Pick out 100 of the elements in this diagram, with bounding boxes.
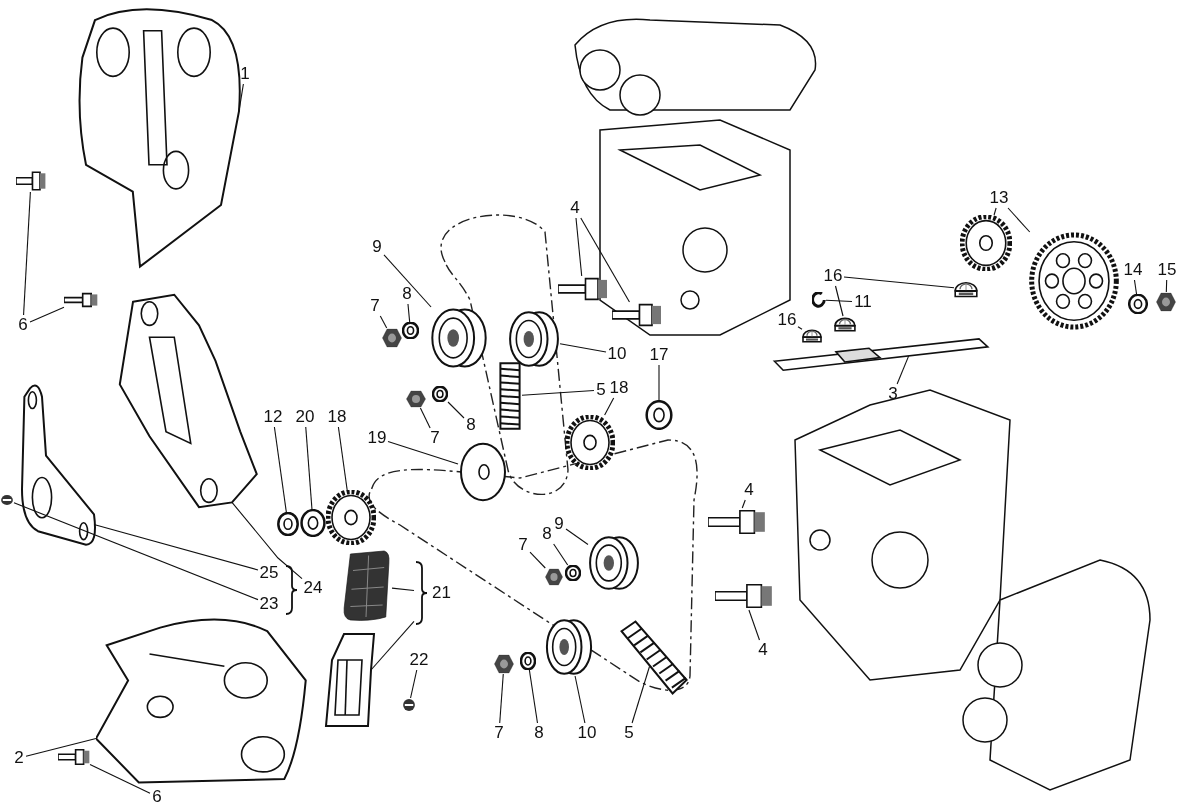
bolt-drawing xyxy=(558,276,608,302)
callout-number: 16 xyxy=(822,266,844,286)
callout-number: 19 xyxy=(366,428,388,448)
bolt-drawing xyxy=(58,748,90,766)
nut-drawing xyxy=(545,568,563,586)
callout-number: 3 xyxy=(886,384,900,404)
leader-line xyxy=(387,440,459,465)
leader-line xyxy=(1165,279,1168,293)
leader-line xyxy=(410,669,418,699)
bolt-drawing xyxy=(16,170,46,192)
leader-line xyxy=(521,389,595,396)
callout-number: 7 xyxy=(516,535,530,555)
callout-number: 18 xyxy=(326,407,348,427)
leader-line xyxy=(553,543,569,566)
gear-drawing xyxy=(1028,232,1120,330)
callout-number: 23 xyxy=(258,594,280,614)
leader-line xyxy=(741,499,746,509)
leader-line xyxy=(499,673,504,724)
leader-line xyxy=(748,609,761,641)
leader-line xyxy=(25,737,97,757)
toothed-pulley-drawing xyxy=(565,415,615,470)
callout-number: 5 xyxy=(622,723,636,743)
washer-drawing xyxy=(520,652,536,670)
nut-drawing xyxy=(1156,292,1176,312)
washer-drawing xyxy=(402,322,419,339)
callout-number: 11 xyxy=(852,292,874,312)
roller-drawing xyxy=(545,618,593,676)
key-drawing xyxy=(954,280,978,298)
callout-number: 8 xyxy=(540,524,554,544)
leader-line xyxy=(631,665,651,724)
callout-number: 16 xyxy=(776,310,798,330)
leader-line xyxy=(834,285,844,317)
flange-disk-drawing xyxy=(458,442,508,502)
key-drawing xyxy=(802,328,822,343)
callout-number: 12 xyxy=(262,407,284,427)
leader-line xyxy=(29,306,65,323)
circlip-drawing xyxy=(812,292,826,308)
leader-line xyxy=(604,397,615,416)
leader-line xyxy=(1133,279,1138,295)
callout-number: 8 xyxy=(532,723,546,743)
callout-number: 7 xyxy=(428,428,442,448)
leader-line xyxy=(993,207,997,216)
belt-section-drawing xyxy=(618,620,688,695)
callout-number: 18 xyxy=(608,378,630,398)
roller-drawing xyxy=(430,307,488,369)
washer-drawing xyxy=(565,565,581,581)
leader-line xyxy=(419,407,431,429)
bolt-drawing xyxy=(64,292,98,308)
screw-drawing xyxy=(0,494,14,506)
callout-number: 8 xyxy=(400,284,414,304)
callout-number: 21 xyxy=(432,583,451,603)
leader-line xyxy=(896,355,910,385)
callout-number: 4 xyxy=(742,480,756,500)
callout-number: 7 xyxy=(492,723,506,743)
washer-drawing xyxy=(432,386,448,402)
nut-drawing xyxy=(494,654,514,674)
callout-number: 5 xyxy=(594,380,608,400)
bolt-drawing xyxy=(708,508,766,536)
leader-line xyxy=(231,501,303,580)
leader-line xyxy=(559,343,607,353)
callout-number: 14 xyxy=(1122,260,1144,280)
leader-line xyxy=(797,326,803,330)
callout-number: 17 xyxy=(648,345,670,365)
callout-number: 22 xyxy=(408,650,430,670)
leader-line xyxy=(337,426,348,491)
leader-line xyxy=(383,254,432,308)
callout-number: 13 xyxy=(988,188,1010,208)
bolt-drawing xyxy=(715,582,773,610)
leader-line xyxy=(574,675,586,724)
leader-line xyxy=(529,551,546,569)
leader-line xyxy=(23,191,31,316)
bolt-drawing xyxy=(612,302,662,328)
leader-line xyxy=(391,587,415,591)
leader-line xyxy=(1007,207,1031,233)
washer-drawing xyxy=(1128,294,1148,314)
callout-number: 9 xyxy=(552,514,566,534)
leader-line xyxy=(565,528,589,546)
leader-line xyxy=(658,364,660,401)
nut-drawing xyxy=(382,328,402,348)
leader-line xyxy=(407,303,411,323)
callout-number: 1 xyxy=(238,64,252,84)
leader-line xyxy=(273,426,287,513)
callout-number: 2 xyxy=(12,748,26,768)
callout-number: 6 xyxy=(150,787,164,806)
leader-line xyxy=(843,276,955,289)
callout-number: 9 xyxy=(370,237,384,257)
leader-line xyxy=(89,764,151,794)
callout-number: 4 xyxy=(756,640,770,660)
leader-line xyxy=(13,502,259,601)
leader-line xyxy=(825,299,853,303)
washer-drawing xyxy=(277,512,299,536)
callout-number: 10 xyxy=(606,344,628,364)
nut-drawing xyxy=(406,390,426,408)
leader-line xyxy=(528,669,538,724)
leader-line xyxy=(580,217,630,303)
callout-number: 8 xyxy=(464,415,478,435)
callout-number: 24 xyxy=(302,578,324,598)
callout-number: 20 xyxy=(294,407,316,427)
screw-drawing xyxy=(402,698,416,712)
leader-line xyxy=(305,426,313,510)
